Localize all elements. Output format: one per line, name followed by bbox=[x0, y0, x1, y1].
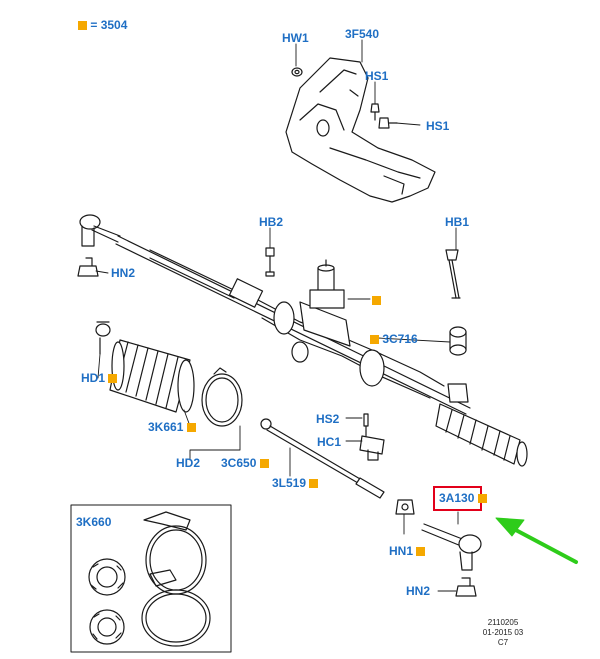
screw-hs1-top-part bbox=[370, 103, 380, 121]
label-3a130: 3A130 bbox=[439, 491, 487, 505]
legend-equals: = bbox=[90, 18, 98, 32]
marker-square-icon bbox=[78, 21, 87, 30]
label-pinion-marker bbox=[372, 293, 381, 307]
marker-square-icon bbox=[309, 479, 319, 488]
clip-hd1-part bbox=[95, 321, 111, 355]
bolt-hb2-part bbox=[265, 247, 275, 277]
reference-block: 2110205 01-2015 03 C7 bbox=[468, 618, 538, 648]
marker-square-icon bbox=[416, 547, 426, 556]
label-3l519-text: 3L519 bbox=[272, 476, 307, 490]
leader-lines bbox=[95, 39, 459, 592]
marker-square-icon bbox=[477, 494, 487, 503]
label-hn2-left: HN2 bbox=[111, 266, 136, 280]
marker-square-icon bbox=[372, 296, 381, 305]
right-boot-part bbox=[435, 383, 528, 467]
label-hd1: HD1 bbox=[81, 371, 118, 385]
label-3l519: 3L519 bbox=[272, 476, 319, 490]
screw-hs2-part bbox=[363, 413, 369, 437]
bracket-hc1-part bbox=[359, 435, 385, 461]
label-hd1-text: HD1 bbox=[81, 371, 106, 385]
left-boot-part bbox=[109, 339, 195, 413]
bolt-hb1-part bbox=[445, 249, 461, 299]
label-3c716-text: 3C716 bbox=[382, 332, 418, 346]
label-hn1-text: HN1 bbox=[389, 544, 414, 558]
label-3c716: 3C716 bbox=[370, 332, 418, 346]
bushing-3c716-part bbox=[449, 326, 467, 356]
inset-3k660 bbox=[70, 504, 232, 653]
label-3c650: 3C650 bbox=[221, 456, 269, 470]
marker-square-icon bbox=[186, 423, 196, 432]
label-hn2-bottom: HN2 bbox=[406, 584, 431, 598]
label-hs1-top: HS1 bbox=[365, 69, 389, 83]
marker-square-icon bbox=[259, 459, 269, 468]
pinion-valve-part bbox=[309, 259, 345, 309]
marker-square-icon bbox=[108, 374, 118, 383]
label-3k661-text: 3K661 bbox=[148, 420, 184, 434]
label-hs1-right: HS1 bbox=[426, 119, 450, 133]
label-hb2: HB2 bbox=[259, 215, 284, 229]
left-tie-rod-end-part bbox=[77, 214, 121, 277]
rack-housing-part bbox=[115, 235, 471, 415]
heat-shield-part bbox=[285, 57, 436, 203]
label-3c650-text: 3C650 bbox=[221, 456, 257, 470]
clamp-ring-3c650-part bbox=[201, 367, 243, 427]
label-hw1: HW1 bbox=[282, 31, 309, 45]
reference-line-2: 01-2015 03 bbox=[482, 628, 524, 637]
reference-line-1: 2110205 bbox=[487, 618, 519, 627]
label-3f540: 3F540 bbox=[345, 27, 380, 41]
screw-hs1-right-part bbox=[378, 117, 398, 129]
label-hn1: HN1 bbox=[389, 544, 426, 558]
reference-line-3: C7 bbox=[497, 638, 509, 647]
label-3k660: 3K660 bbox=[76, 515, 112, 529]
label-hb1: HB1 bbox=[445, 215, 470, 229]
label-hs2: HS2 bbox=[316, 412, 340, 426]
nut-hn1-part bbox=[395, 499, 415, 515]
label-3a130-text: 3A130 bbox=[439, 491, 475, 505]
inner-tie-rod-part bbox=[260, 418, 385, 499]
label-3k661: 3K661 bbox=[148, 420, 196, 434]
label-hc1: HC1 bbox=[317, 435, 342, 449]
legend-code: 3504 bbox=[100, 18, 128, 32]
green-arrow-pointer bbox=[495, 517, 578, 564]
legend: = 3504 bbox=[78, 18, 127, 32]
label-hd2: HD2 bbox=[176, 456, 201, 470]
washer-hw1-part bbox=[291, 67, 303, 77]
marker-square-icon bbox=[370, 335, 379, 344]
right-tie-rod-end-part bbox=[421, 523, 482, 597]
